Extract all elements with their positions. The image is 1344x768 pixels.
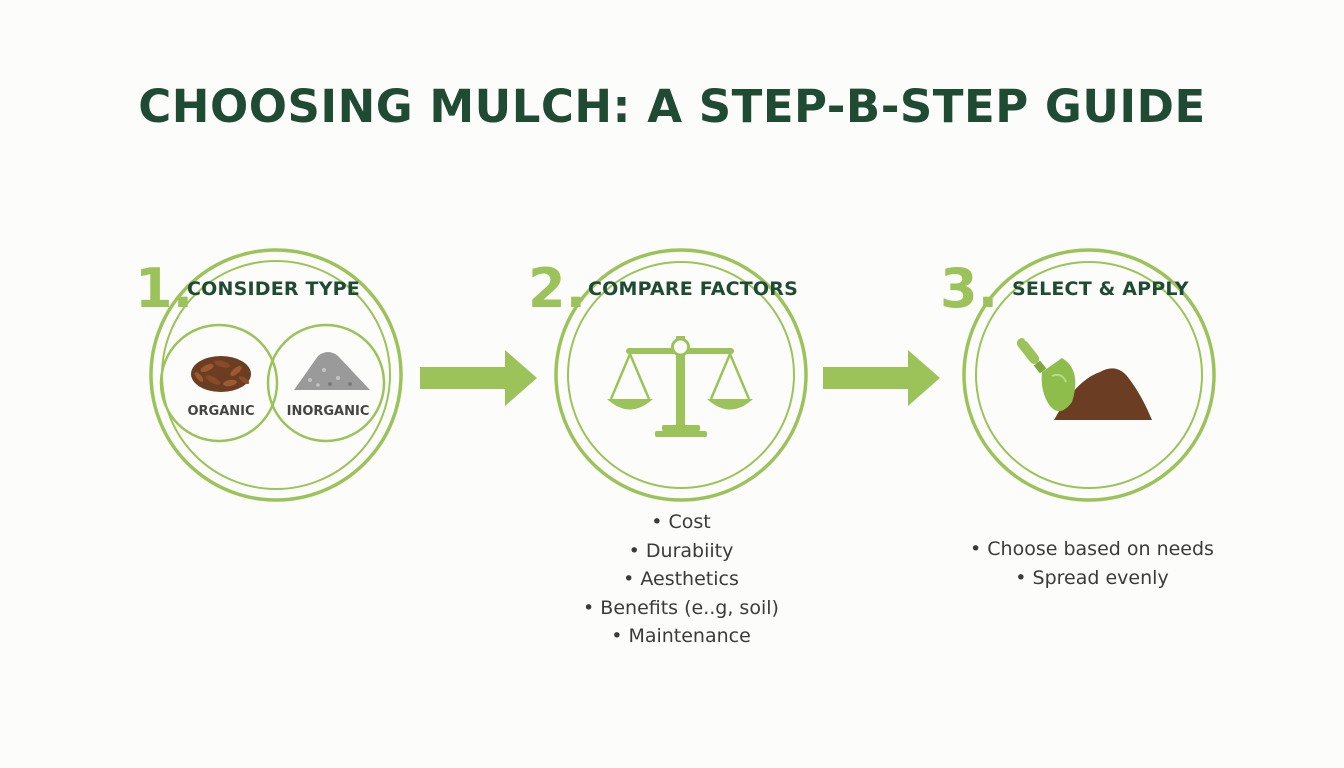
list-item: Maintenance bbox=[541, 622, 821, 651]
trowel-soil-icon bbox=[1016, 336, 1152, 420]
select-apply-list: Choose based on needs Spread evenly bbox=[932, 535, 1252, 592]
arrow-right-icon bbox=[420, 350, 537, 406]
step-3-circle bbox=[962, 248, 1216, 502]
organic-label: ORGANIC bbox=[187, 404, 255, 419]
wood-chips-icon bbox=[191, 356, 251, 392]
step-1-number: 1. bbox=[135, 257, 194, 320]
list-item: Durabiity bbox=[541, 537, 821, 566]
list-item: Choose based on needs bbox=[932, 535, 1252, 564]
step-2-circle bbox=[554, 248, 808, 502]
list-item: Benefits (e..g, soil) bbox=[541, 594, 821, 623]
step-2-number: 2. bbox=[528, 257, 587, 320]
step-2-label: COMPARE FACTORS bbox=[588, 278, 798, 300]
gravel-pile-icon bbox=[294, 352, 370, 390]
inorganic-label: INORGANIC bbox=[286, 404, 370, 419]
step-3-label: SELECT & APPLY bbox=[1012, 278, 1189, 300]
step-3-number: 3. bbox=[940, 257, 999, 320]
venn-circles bbox=[159, 323, 386, 443]
arrow-right-icon bbox=[823, 350, 940, 406]
list-item: Aesthetics bbox=[541, 565, 821, 594]
list-item: Cost bbox=[541, 508, 821, 537]
balance-scale-icon bbox=[607, 336, 753, 437]
step-1-label: CONSIDER TYPE bbox=[187, 278, 360, 300]
compare-factors-list: Cost Durabiity Aesthetics Benefits (e..g… bbox=[541, 508, 821, 651]
list-item: Spread evenly bbox=[932, 564, 1252, 593]
page-title: CHOOSING MULCH: A STEP-B-STEP GUIDE bbox=[138, 80, 1206, 133]
